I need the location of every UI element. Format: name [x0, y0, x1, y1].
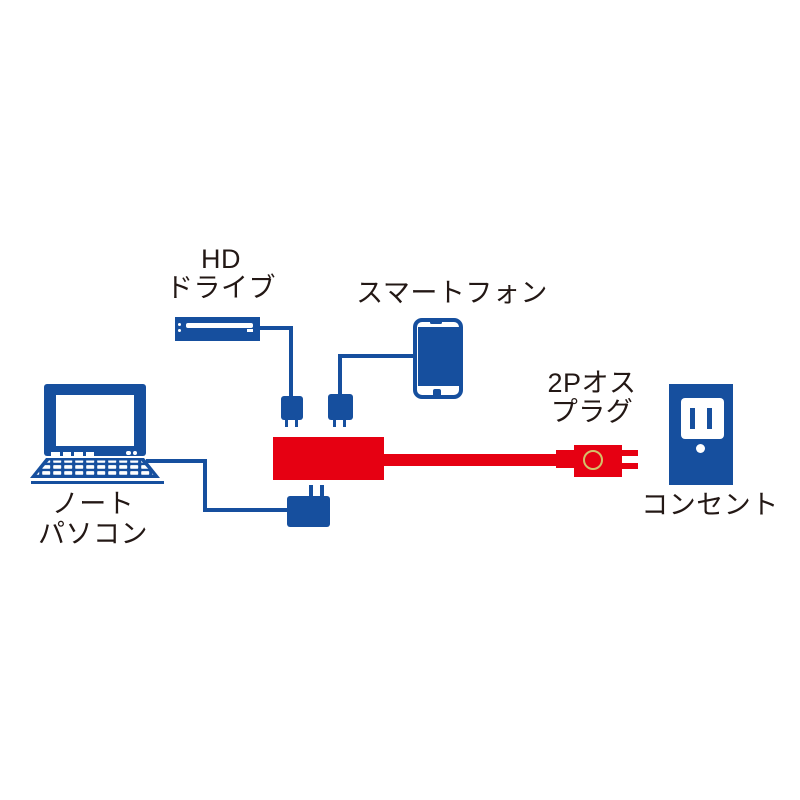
2p-plug-blade-2	[621, 463, 638, 469]
hd-drive-label-line1: HD	[201, 244, 241, 274]
outlet-label: コンセント	[641, 490, 779, 520]
2p-plug-blade-1	[621, 450, 638, 456]
usb-plug-hd-pin-2	[295, 420, 298, 427]
laptop-icon	[44, 384, 146, 456]
hd-drive-label-line2: ドライブ	[166, 273, 276, 303]
hd-drive-slot	[186, 322, 253, 328]
laptop-cable-horizontal-2	[203, 508, 289, 512]
plug-label-line2: プラグ	[550, 397, 634, 427]
smartphone-cable-horizontal	[340, 354, 415, 358]
laptop-hinge-vent-2	[62, 452, 71, 456]
smartphone-speaker	[430, 320, 442, 324]
laptop-hinge-vent-4	[85, 452, 94, 456]
smartphone-label: スマートフォン	[356, 278, 548, 308]
usb-plug-laptop-pin-2	[320, 485, 324, 496]
hd-drive-button	[247, 329, 253, 332]
hd-drive-led-1	[178, 322, 181, 326]
2p-plug-neck	[556, 450, 576, 468]
smartphone-icon	[413, 318, 463, 399]
hd-cable-horizontal	[258, 326, 293, 330]
hd-drive-label: HD ドライブ	[166, 245, 276, 303]
laptop-hinge-vent-1	[51, 452, 60, 456]
2p-plug-ring	[583, 450, 603, 470]
laptop-label-line1: ノート	[51, 489, 135, 519]
usb-plug-laptop-icon	[287, 496, 330, 527]
outlet-slot-2	[706, 407, 712, 429]
laptop-keyboard-icon	[30, 458, 160, 478]
plug-label: 2Pオス プラグ	[547, 369, 636, 427]
usb-plug-laptop-pin-1	[309, 485, 313, 496]
hd-drive-led-2	[178, 328, 181, 332]
laptop-label: ノート パソコン	[38, 489, 148, 549]
laptop-label-line2: パソコン	[38, 519, 148, 549]
laptop-display	[56, 395, 134, 446]
laptop-hinge-led-2	[132, 450, 137, 455]
laptop-hinge-led-1	[126, 450, 131, 455]
outlet-slot-1	[689, 407, 695, 429]
laptop-cable-vertical	[203, 459, 207, 512]
usb-plug-smartphone-pin-2	[343, 420, 346, 427]
hd-drive-icon	[175, 317, 260, 341]
hd-cable-vertical	[289, 326, 293, 396]
smartphone-home-button	[433, 389, 441, 397]
outlet-faceplate	[681, 398, 724, 439]
plug-label-line1: 2Pオス	[547, 368, 637, 398]
laptop-hinge-vent-3	[74, 452, 83, 456]
power-cord-icon	[380, 454, 557, 466]
usb-plug-smartphone-pin-1	[333, 420, 336, 427]
usb-plug-smartphone-icon	[328, 394, 353, 420]
smartphone-screen	[417, 327, 459, 386]
usb-plug-hd-pin-1	[285, 420, 288, 427]
laptop-cable-horizontal-1	[146, 459, 207, 463]
wall-outlet-icon	[669, 384, 733, 485]
usb-plug-hd-icon	[281, 396, 303, 420]
power-tap-icon	[273, 437, 384, 480]
outlet-screw-dot	[696, 444, 705, 453]
laptop-base	[31, 480, 164, 484]
smartphone-cable-vertical	[338, 354, 342, 394]
